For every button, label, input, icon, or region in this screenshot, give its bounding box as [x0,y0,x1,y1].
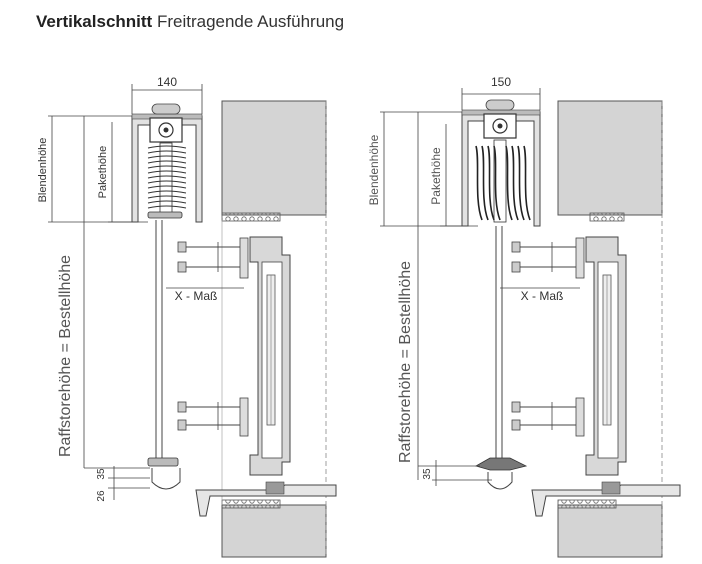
left-wall-lower [221,504,327,558]
left-bestellhoehe-label: Raffstorehöhe = Bestellhöhe [57,255,74,457]
right-dimension-lines [380,88,580,486]
left-sill-insulation [221,499,281,509]
title-bold: Vertikalschnitt [36,12,153,31]
left-x-mass-label: X - Maß [175,289,218,303]
right-lintel-insulation [589,212,625,222]
right-slat-package [475,145,531,221]
left-bottom-rail [147,457,179,467]
left-wall-upper [221,100,327,216]
left-width-dim: 140 [157,75,177,89]
left-blendenhoehe-label: Blendenhöhe [37,138,49,203]
right-bottom-rail [474,457,528,471]
right-section: 150 Blendenhöhe Pakethöhe X - Maß Raffst… [367,75,681,558]
left-brackets-lower [177,397,249,437]
left-dim-35: 35 [96,468,107,480]
left-pakethoehe-label: Pakethöhe [97,146,109,199]
right-wall-upper [557,100,663,216]
right-brackets-lower [511,397,585,437]
right-wall-lower [557,504,663,558]
left-dim-26: 26 [96,490,107,502]
right-x-mass-label: X - Maß [521,289,564,303]
left-lintel-insulation [221,212,281,222]
right-blendenhoehe-label: Blendenhöhe [367,134,381,205]
diagram-title: Vertikalschnitt Freitragende Ausführung [36,12,344,32]
left-bottom-rail-top [147,211,183,219]
right-brackets-upper [511,237,585,279]
right-sill-insulation [557,499,617,509]
right-dim-35: 35 [422,468,433,480]
right-pakethoehe-label: Pakethöhe [429,147,443,205]
left-section: 140 Blendenhöhe Pakethöhe X - Maß Raffst… [37,75,337,558]
left-dimension-lines [48,84,244,500]
left-brackets-upper [177,237,249,279]
right-bestellhoehe-label: Raffstorehöhe = Bestellhöhe [397,261,414,463]
left-slat-package [147,145,187,209]
title-rest: Freitragende Ausführung [156,12,345,31]
right-width-dim: 150 [491,75,511,89]
